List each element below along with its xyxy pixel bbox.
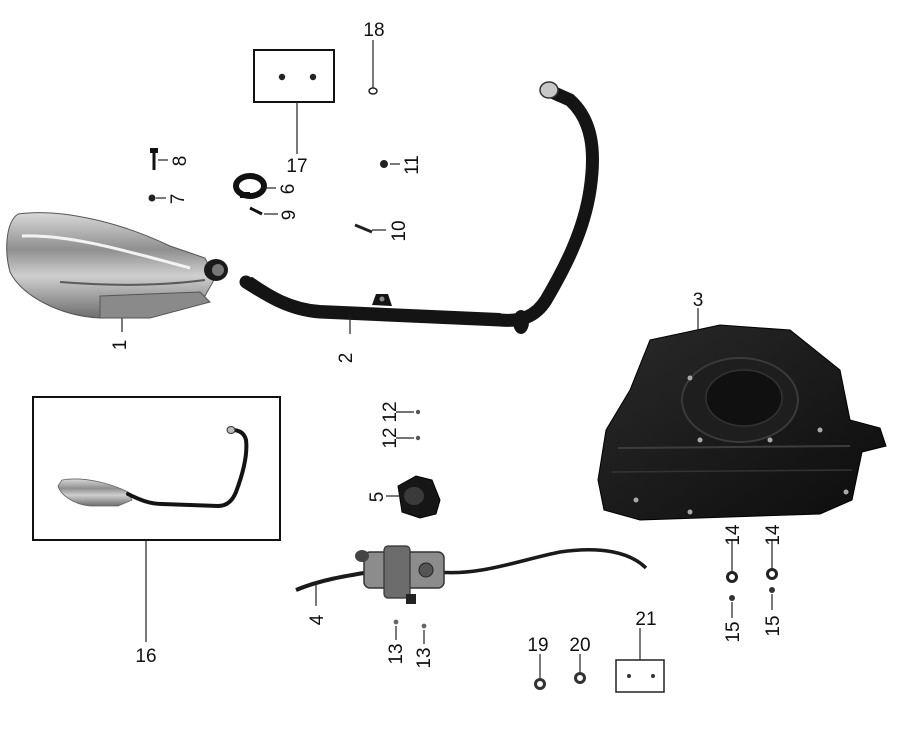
callout-13b: 13 [414,647,435,668]
callout-12a: 12 [380,401,401,422]
callout-20: 20 [569,635,590,656]
callout-21: 21 [635,609,656,630]
leader-lines [121,40,773,678]
part-hardware [148,87,778,690]
callout-17: 17 [286,156,307,177]
callout-11: 11 [402,155,423,175]
callout-8: 8 [170,156,191,167]
callout-3: 3 [693,290,704,311]
callout-15a: 15 [723,621,744,642]
callout-12b: 12 [380,427,401,448]
callout-2: 2 [336,353,357,364]
part-muffler [6,212,228,319]
callout-19: 19 [527,635,548,656]
part-exhaust-pipe [239,81,600,334]
callout-6: 6 [278,184,299,195]
callout-15b: 15 [763,615,784,636]
callout-7: 7 [168,194,189,205]
callout-1: 1 [110,340,131,351]
callout-4: 4 [307,614,328,625]
callout-5: 5 [367,492,388,503]
callout-labels: 1 2 3 4 5 6 7 8 9 10 11 12 12 13 13 14 1… [110,20,784,669]
callout-10: 10 [389,220,410,241]
kit-box-17 [253,49,335,103]
callout-9: 9 [279,210,300,221]
part-carburetor [295,545,648,604]
part-intake-joint [397,475,441,519]
callout-14b: 14 [763,524,784,546]
callout-14a: 14 [723,524,744,546]
callout-13a: 13 [386,643,407,664]
assembly-box-16 [32,396,281,541]
kit-box-21 [615,659,665,693]
part-air-filter-box [597,324,887,521]
part-clamp [233,173,267,199]
callout-18: 18 [363,20,384,41]
callout-16: 16 [135,646,156,667]
